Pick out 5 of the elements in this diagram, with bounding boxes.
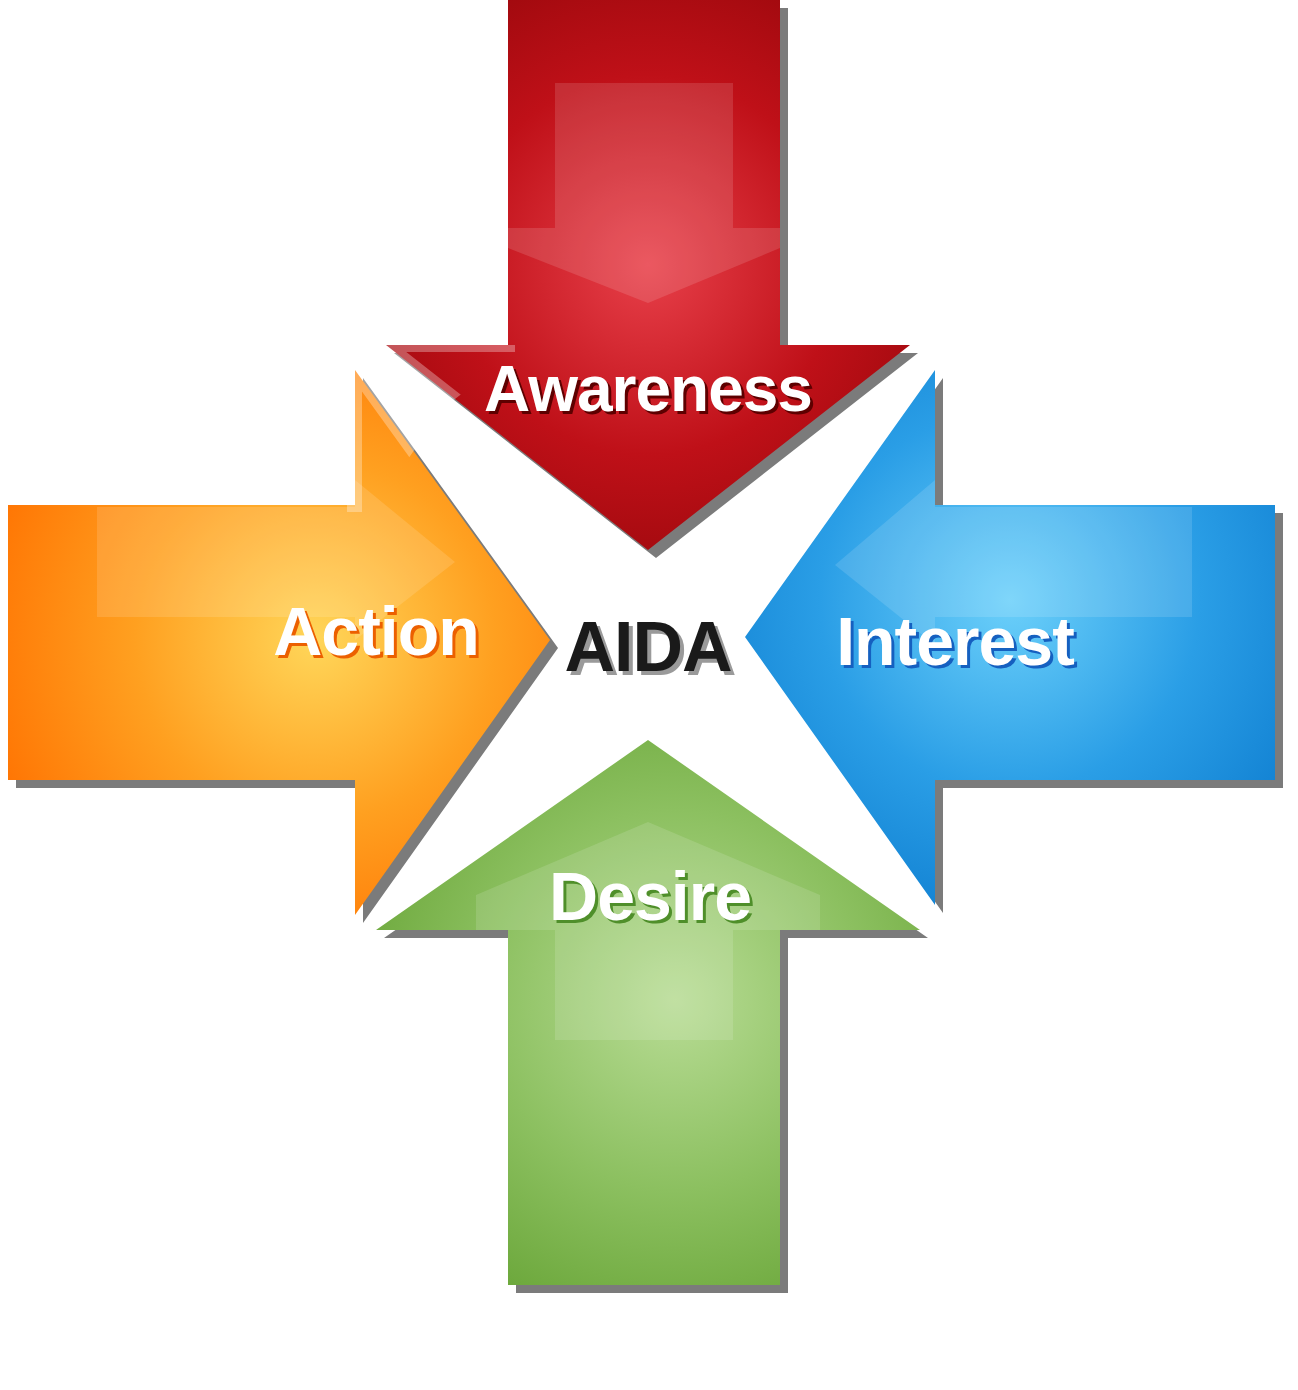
stage-label: Action [273, 596, 479, 668]
center-label: AIDA [564, 611, 732, 685]
stage-label: Awareness [484, 356, 812, 424]
stage-label: Interest [836, 606, 1074, 678]
stage-label: Desire [549, 861, 751, 933]
